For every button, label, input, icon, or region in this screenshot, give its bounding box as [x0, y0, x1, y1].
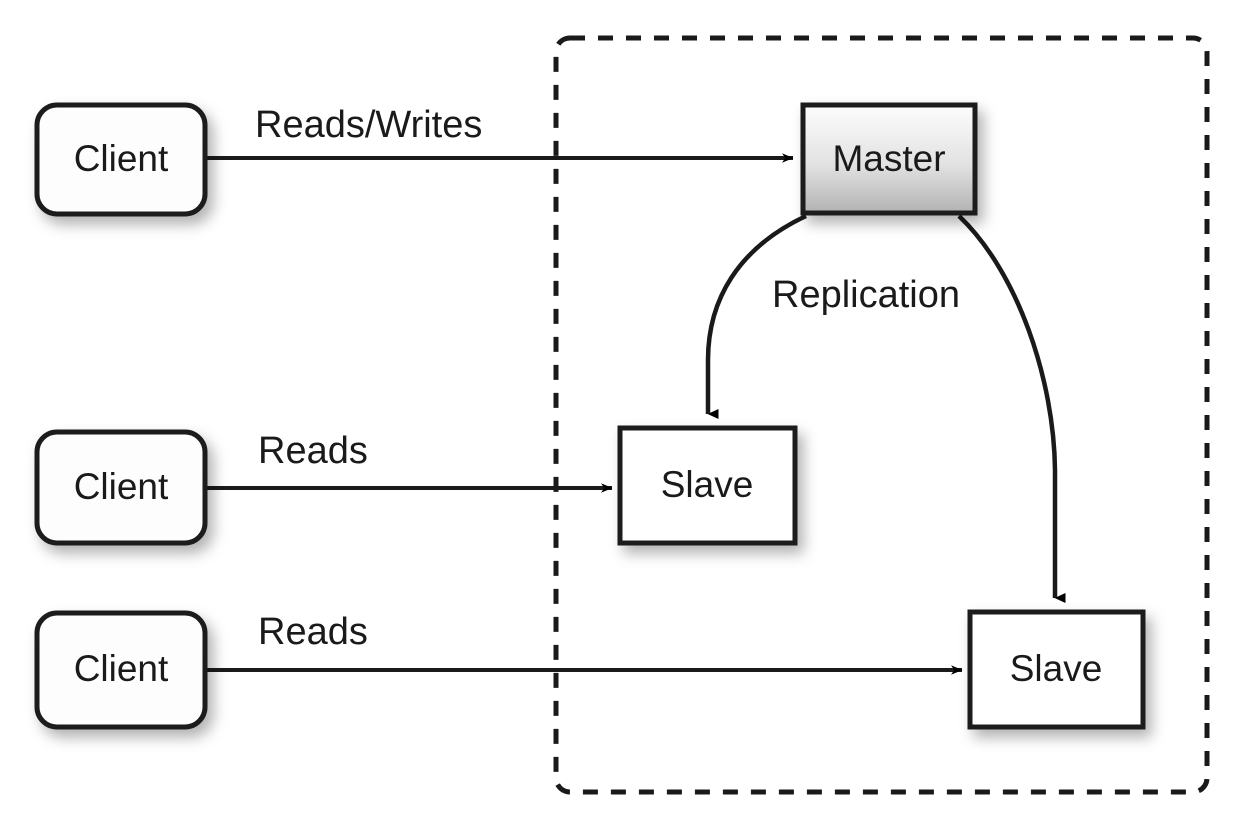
node-client-2[interactable]: Client	[34, 429, 208, 546]
edge-label-reads-writes: Reads/Writes	[255, 104, 482, 146]
node-slave-1[interactable]: Slave	[617, 425, 798, 546]
slave-label: Slave	[661, 464, 754, 505]
client-label: Client	[74, 138, 169, 179]
client-label: Client	[74, 648, 169, 689]
edge-label-reads-slave2: Reads	[258, 611, 368, 653]
edge-label-reads-slave1: Reads	[258, 430, 368, 472]
node-client-1[interactable]: Client	[34, 102, 208, 217]
client-box	[34, 610, 208, 730]
client-box	[34, 102, 208, 217]
database-cluster-boundary	[553, 35, 1210, 795]
edge-label-replication: Replication	[772, 274, 960, 316]
slave-label: Slave	[1010, 648, 1103, 689]
edge-master-to-slave1	[705, 213, 807, 419]
slave-box	[967, 609, 1146, 730]
client-label: Client	[74, 466, 169, 507]
slave-box	[617, 425, 798, 546]
node-slave-2[interactable]: Slave	[967, 609, 1146, 730]
node-client-3[interactable]: Client	[34, 610, 208, 730]
client-box	[34, 429, 208, 546]
edge-master-to-slave2	[957, 214, 1066, 603]
master-label: Master	[832, 138, 945, 179]
master-box	[800, 102, 978, 216]
node-master[interactable]: Master	[800, 102, 978, 216]
